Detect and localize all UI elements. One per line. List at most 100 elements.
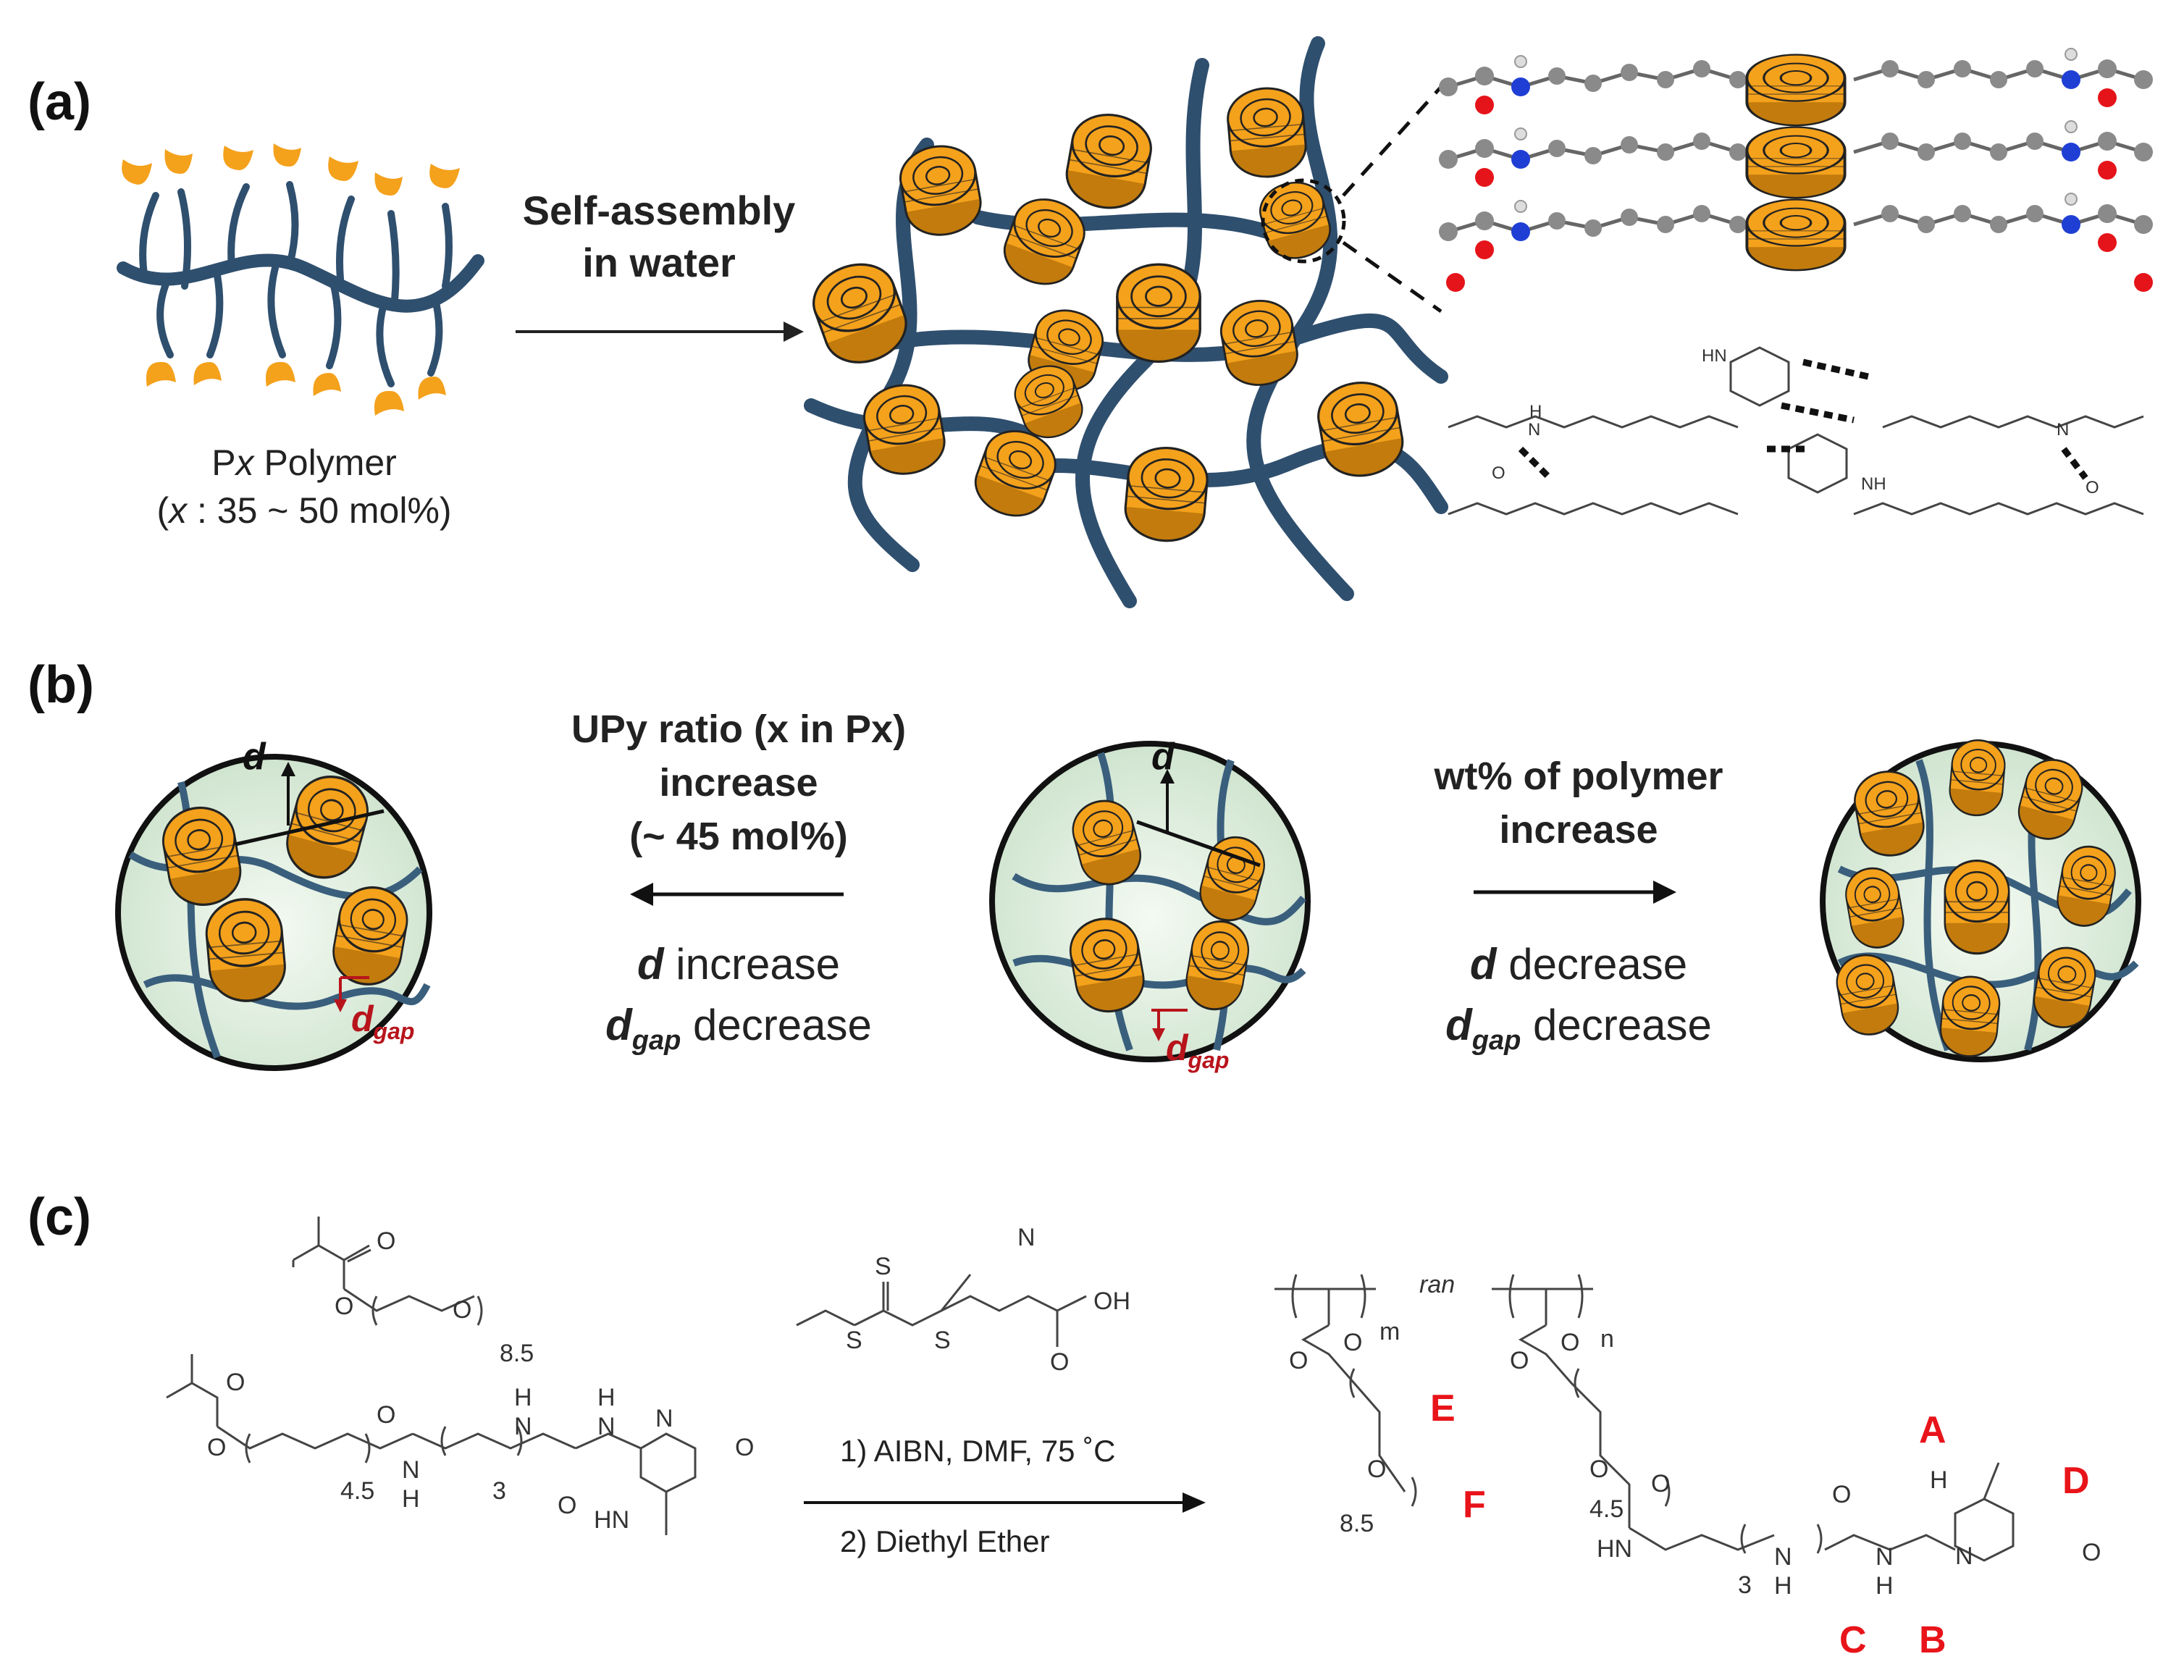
left-d-change: d increase dgap decrease — [521, 934, 956, 1071]
cta-s2: S — [846, 1327, 862, 1354]
left-d-change-text: increase — [663, 940, 841, 988]
left-circle-dgap: dgap — [351, 998, 414, 1045]
polymer-name-suffix: Polymer — [253, 442, 397, 483]
center-circle-dgap: dgap — [1166, 1027, 1229, 1074]
product-nh1-h: H — [1774, 1572, 1792, 1600]
circle-high-upy — [115, 754, 432, 1071]
chem-label-hn: HN — [1702, 346, 1727, 366]
product-nh2-h: H — [1876, 1572, 1894, 1600]
monomer2-carbamate-o: O — [377, 1401, 396, 1429]
peak-label-f: F — [1463, 1484, 1486, 1526]
self-assembly-line1: Self-assembly — [522, 188, 796, 233]
peak-label-e: E — [1430, 1387, 1456, 1429]
peak-label-d: D — [2062, 1460, 2090, 1502]
left-dgap-sub: gap — [631, 1025, 681, 1056]
monomer2-o-carbonyl: O — [226, 1369, 245, 1396]
left-circle-dgap-d: d — [351, 999, 374, 1039]
cta-oh: OH — [1093, 1288, 1130, 1315]
product-o6: O — [1589, 1456, 1609, 1483]
monomer2-nh1-n: N — [402, 1456, 420, 1484]
chem-label-o1: O — [1492, 463, 1505, 483]
px-polymer-illustration — [117, 143, 484, 416]
polymer-range: (x : 35 ~ 50 mol%) — [116, 490, 492, 532]
right-dgap-sub: gap — [1471, 1025, 1521, 1056]
product-ring-n: N — [1955, 1542, 1973, 1570]
product-hn: HN — [1597, 1535, 1633, 1563]
center-circle-dgap-sub: gap — [1188, 1047, 1230, 1073]
reaction-arrow — [804, 1492, 1206, 1513]
cta-o: O — [1050, 1348, 1070, 1376]
upy-ratio-line2: increase — [659, 761, 818, 805]
product-urea-o: O — [1832, 1481, 1852, 1508]
monomer2-nh2-h: H — [514, 1384, 532, 1411]
reaction-step2: 2) Diethyl Ether — [840, 1524, 1050, 1558]
chem-label-o2: O — [2086, 478, 2099, 497]
product-ran: ran — [1419, 1271, 1456, 1298]
monomer2-urea-o: O — [558, 1492, 577, 1519]
polymer-name-var: x — [235, 442, 254, 483]
cta-s3: S — [934, 1327, 951, 1354]
upy-ratio-text: UPy ratio (x in Px) increase (~ 45 mol%) — [521, 702, 956, 863]
left-d-symbol: d — [637, 940, 664, 988]
chem-label-n1: N — [1528, 420, 1541, 440]
product-o1: O — [1289, 1347, 1309, 1374]
center-circle-d: d — [1151, 736, 1175, 778]
peak-label-c: C — [1839, 1619, 1867, 1661]
monomer2-repeat2: 3 — [492, 1477, 506, 1505]
product-ring-o: O — [2082, 1539, 2101, 1566]
product-nh2-n: N — [1876, 1543, 1894, 1571]
right-dgap-change: decrease — [1521, 1001, 1712, 1049]
reaction-step1: 1) AIBN, DMF, 75 ˚C — [840, 1434, 1116, 1468]
molecular-zoom-illustration — [1439, 48, 2153, 516]
product-repeat3: 3 — [1738, 1571, 1752, 1599]
monomer2-ring-nh: HN — [594, 1506, 629, 1534]
left-circle-dgap-sub: gap — [373, 1018, 415, 1044]
wt-polymer-line2: increase — [1499, 808, 1658, 852]
monomer2-ring-n: N — [655, 1405, 673, 1432]
product-nh1-n: N — [1774, 1543, 1792, 1571]
hydrogel-network-illustration — [803, 36, 1448, 608]
monomer2-ring-nh-n: N — [611, 1506, 630, 1534]
wt-polymer-line1: wt% of polymer — [1434, 755, 1723, 798]
chem-label-nh: NH — [1861, 474, 1886, 494]
polymer-range-var: x — [169, 490, 188, 531]
panel-a-label: (a) — [28, 73, 91, 131]
monomer2-nh1-h: H — [402, 1485, 420, 1513]
cta-n: N — [1017, 1224, 1036, 1251]
monomer2-o-ester: O — [207, 1434, 227, 1461]
polymer-range-suffix: : 35 ~ 50 mol%) — [187, 490, 452, 531]
product-o4: O — [1510, 1347, 1529, 1374]
product-o7: O — [1651, 1470, 1671, 1498]
product-ring-nh-h: H — [1930, 1466, 1948, 1494]
self-assembly-arrow — [516, 322, 804, 342]
monomer2-ring-o: O — [735, 1434, 755, 1461]
chem-label-h1: H — [1529, 402, 1542, 421]
product-m: m — [1379, 1318, 1400, 1345]
monomer-structures — [166, 1217, 2015, 1562]
left-arrow — [630, 883, 844, 906]
product-ring-nh: H — [1930, 1466, 1948, 1495]
self-assembly-label: Self-assembly in water — [471, 185, 847, 289]
right-d-change-text: decrease — [1496, 940, 1688, 988]
right-d-symbol: d — [1469, 940, 1497, 988]
product-n: n — [1600, 1325, 1614, 1353]
polymer-range-prefix: ( — [156, 490, 169, 531]
left-dgap-change: decrease — [681, 1001, 872, 1049]
center-circle-dgap-d: d — [1166, 1028, 1188, 1068]
upy-ratio-line1: UPy ratio (x in Px) — [571, 707, 907, 751]
cta-s1: S — [875, 1253, 891, 1280]
product-repeat2: 4.5 — [1589, 1495, 1624, 1523]
monomer1-o-carbonyl: O — [377, 1227, 396, 1255]
circle-high-wt — [1820, 736, 2141, 1062]
right-d-change: d decrease dgap decrease — [1361, 934, 1796, 1071]
polymer-name: Px Polymer — [116, 442, 492, 484]
panel-c-label: (c) — [28, 1188, 91, 1246]
right-arrow — [1474, 881, 1676, 904]
monomer1-repeat: 8.5 — [500, 1340, 534, 1367]
product-o2: O — [1343, 1329, 1363, 1356]
